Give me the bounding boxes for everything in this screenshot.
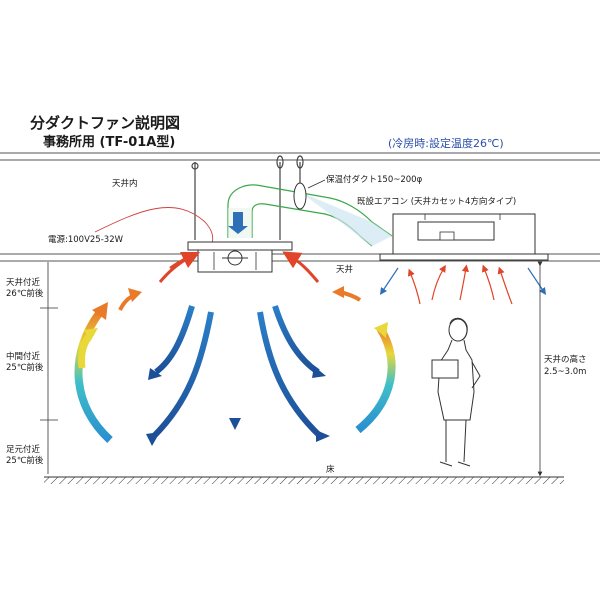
circulation-right-loop xyxy=(332,286,396,434)
downflow-arrowheads xyxy=(146,366,330,446)
fan-unit xyxy=(187,212,293,273)
circulation-left-loop xyxy=(74,288,142,443)
duct-leader xyxy=(307,179,326,189)
upper-slab xyxy=(0,152,600,161)
aircon-unit xyxy=(379,213,549,261)
person-figure xyxy=(431,317,481,467)
zone-dividers xyxy=(40,262,58,474)
zone-foot-line1: 足元付近 xyxy=(6,444,41,455)
height-label-1: 天井の高さ xyxy=(544,354,587,365)
duct-label: 保温付ダクト150~200φ xyxy=(326,174,423,185)
hanging-rods xyxy=(191,155,304,240)
floor xyxy=(44,476,564,484)
zone-foot-line2: 25℃前後 xyxy=(6,455,44,466)
ceiling-inside-label: 天井内 xyxy=(112,178,138,189)
downflow-arrows xyxy=(151,305,323,439)
power-label: 電源:100V25-32W xyxy=(48,235,124,245)
height-label-2: 2.5~3.0m xyxy=(544,367,586,377)
zone-middle-line1: 中間付近 xyxy=(6,351,41,362)
zone-ceiling-line2: 26℃前後 xyxy=(6,288,44,299)
power-cord xyxy=(94,207,214,245)
aircon-label: 既設エアコン (天井カセット4方向タイプ) xyxy=(357,196,516,207)
fan-intake-arrows xyxy=(158,251,320,283)
diagram-title: 分ダクトファン説明図 xyxy=(30,114,180,132)
floor-label: 床 xyxy=(326,464,335,475)
ceiling-label: 天井 xyxy=(336,264,353,275)
aircon-arrows xyxy=(380,264,546,305)
duct xyxy=(227,182,393,247)
cooling-note: (冷房時:設定温度26℃) xyxy=(388,136,504,150)
zone-middle-line2: 25℃前後 xyxy=(6,362,44,373)
diagram-subtitle: 事務所用 (TF-01A型) xyxy=(43,134,175,150)
zone-ceiling-line1: 天井付近 xyxy=(6,277,41,288)
